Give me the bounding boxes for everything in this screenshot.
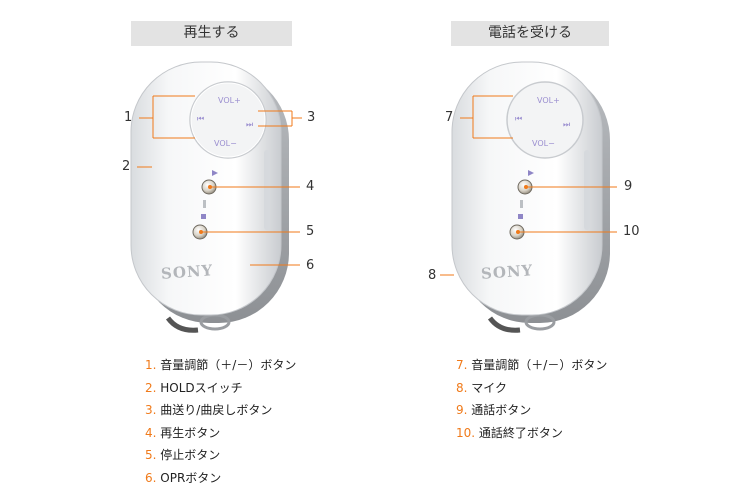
stop-indicator-icon [201,214,206,219]
legend-item: 5. 停止ボタン [145,448,221,463]
legend-item: 3. 曲送り/曲戻しボタン [145,403,273,418]
legend-item: 1. 音量調節（＋/－）ボタン [145,358,297,372]
callout-6: 6 [306,258,315,273]
control-wheel-right [506,81,584,159]
vol-plus-label-right: VOL+ [537,96,560,105]
callout-1: 1 [124,110,133,125]
legend-right: 7. 音量調節（＋/－）ボタン 8. マイク 9. 通話ボタン 10. 通話終了… [456,354,607,444]
legend-item: 7. 音量調節（＋/－）ボタン [456,358,608,372]
callout-8: 8 [428,268,437,283]
section-header-call: 電話を受ける [451,21,609,46]
legend-left: 1. 音量調節（＋/－）ボタン 2. HOLDスイッチ 3. 曲送り/曲戻しボタ… [145,354,296,490]
vol-minus-label: VOL− [214,139,237,148]
prev-track-icon: ⏮ [197,114,205,123]
opr-side-strip [264,150,270,230]
legend-item: 10. 通話終了ボタン [456,425,563,440]
callout-2: 2 [122,159,131,174]
legend-item: 2. HOLDスイッチ [145,380,243,395]
callout-10: 10 [623,224,640,239]
next-track-icon-right: ⏭ [563,120,571,129]
legend-item: 6. OPRボタン [145,470,222,485]
prev-track-icon-right: ⏮ [515,114,523,123]
callout-5: 5 [306,224,315,239]
play-indicator-icon [212,170,218,176]
legend-item: 9. 通話ボタン [456,403,532,418]
call-indicator-icon [528,170,534,176]
callout-9: 9 [624,179,633,194]
control-wheel [189,81,267,159]
callout-7: 7 [445,110,454,125]
vol-minus-label-right: VOL− [532,139,555,148]
callout-3: 3 [307,110,316,125]
legend-item: 8. マイク [456,380,508,395]
end-indicator-icon [518,214,523,219]
section-header-play: 再生する [131,21,292,46]
vol-plus-label: VOL+ [218,96,241,105]
next-track-icon: ⏭ [246,120,254,129]
legend-item: 4. 再生ボタン [145,425,221,440]
callout-4: 4 [306,179,315,194]
device-bottom-shadow [165,316,199,333]
